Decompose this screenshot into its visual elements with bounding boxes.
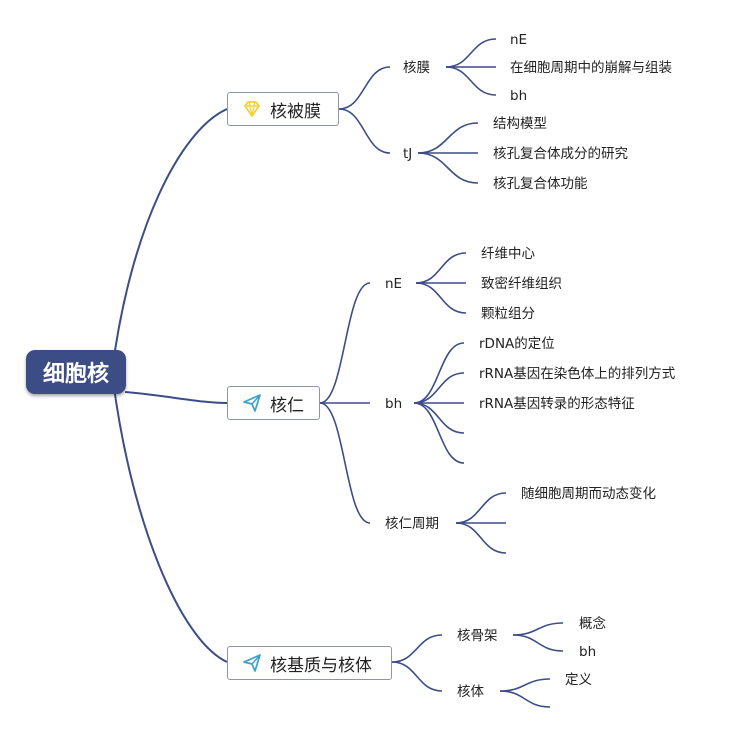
leaf-item[interactable]: bh [510, 88, 528, 104]
leaf-item[interactable]: rRNA基因转录的形态特征 [479, 396, 635, 412]
connector-line [455, 492, 507, 524]
connector-line [391, 634, 443, 663]
node-nucleolus-cycle[interactable]: 核仁周期 [385, 516, 439, 532]
leaf-item[interactable]: 核孔复合体功能 [493, 176, 588, 192]
node-nuclear-membrane[interactable]: 核膜 [403, 60, 430, 76]
leaf-item[interactable]: 在细胞周期中的崩解与组装 [510, 60, 672, 76]
root-label: 细胞核 [42, 362, 109, 387]
connector-line [338, 108, 391, 154]
branch-label-matrix: 核基质与核体 [270, 655, 372, 676]
branch-node-matrix[interactable]: 核基质与核体 [227, 646, 392, 680]
connector-line [417, 152, 479, 184]
root-connector-nucleolus [124, 391, 228, 404]
connector-line [413, 402, 465, 434]
connector-line [512, 634, 564, 652]
leaf-item[interactable]: nE [510, 32, 528, 48]
connector-line [445, 66, 497, 96]
connector-line [319, 402, 371, 524]
connector-line [413, 372, 465, 404]
node-nuclear-skeleton[interactable]: 核骨架 [457, 628, 498, 644]
leaf-item[interactable]: 纤维中心 [481, 246, 535, 262]
connector-line [391, 661, 443, 692]
paper-plane-icon [242, 393, 262, 413]
leaf-item[interactable]: 结构模型 [493, 116, 547, 132]
leaf-item[interactable]: 定义 [565, 672, 592, 688]
branch-label-envelope: 核被膜 [270, 101, 321, 122]
connector-line [319, 282, 371, 404]
leaf-item[interactable]: rDNA的定位 [479, 336, 555, 352]
root-connector-envelope [111, 108, 228, 373]
paper-plane-icon [242, 653, 262, 673]
root-node[interactable]: 细胞核 [26, 350, 126, 394]
leaf-item[interactable]: 致密纤维组织 [481, 276, 562, 292]
connector-line [417, 122, 479, 154]
connector-line [338, 66, 391, 110]
connector-line [455, 522, 507, 554]
leaf-item[interactable]: 核孔复合体成分的研究 [493, 146, 628, 162]
branch-node-nucleolus[interactable]: 核仁 [227, 386, 320, 420]
node-nuclear-body[interactable]: 核体 [457, 684, 484, 700]
branch-node-envelope[interactable]: 核被膜 [227, 92, 339, 126]
connector-line [413, 402, 465, 464]
connector-line [499, 678, 551, 692]
node-nucleolus-bh[interactable]: bh [385, 396, 403, 412]
connector-line [413, 342, 465, 404]
leaf-item[interactable]: 概念 [579, 616, 606, 632]
node-tj[interactable]: tJ [403, 146, 413, 162]
leaf-item[interactable]: bh [579, 644, 597, 660]
root-connector-matrix [111, 371, 228, 663]
node-nucleolus-ne[interactable]: nE [385, 276, 403, 292]
branch-label-nucleolus: 核仁 [270, 395, 304, 416]
connector-line [415, 282, 467, 314]
connector-line [499, 690, 551, 708]
leaf-item[interactable]: 颗粒组分 [481, 306, 535, 322]
connector-line [415, 252, 467, 284]
connector-line [445, 38, 497, 68]
leaf-item[interactable]: 随细胞周期而动态变化 [521, 486, 656, 502]
diamond-icon [242, 99, 262, 119]
leaf-item[interactable]: rRNA基因在染色体上的排列方式 [479, 366, 676, 382]
connector-line [512, 622, 564, 636]
